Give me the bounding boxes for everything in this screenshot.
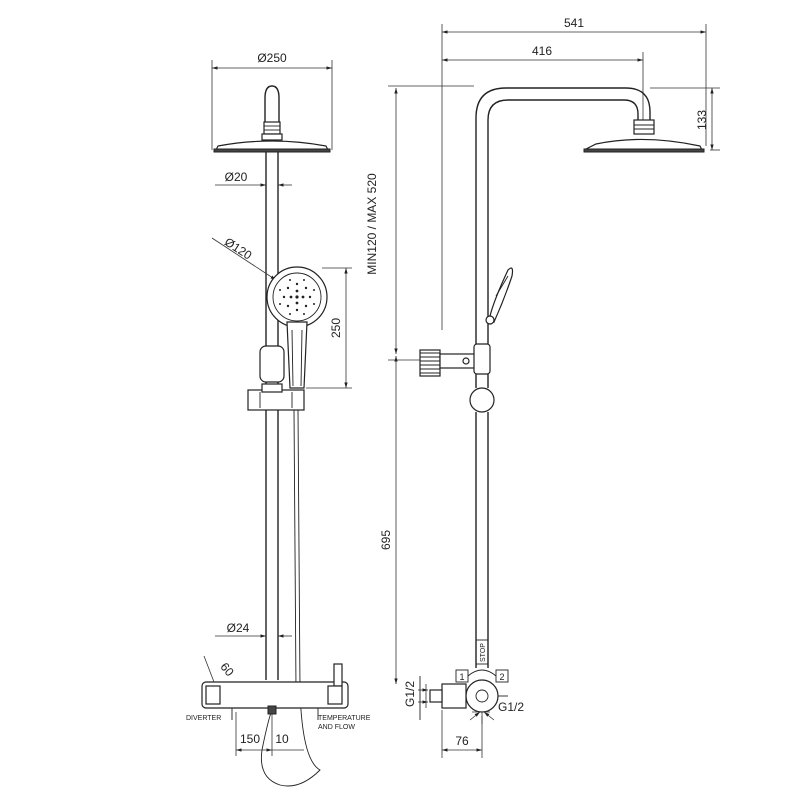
inlet-depth-label: 76	[455, 734, 469, 748]
diverter-label: DIVERTER	[186, 715, 221, 722]
angle-label: 60	[217, 660, 237, 679]
stop-label: STOP	[480, 643, 487, 662]
inlet-thread-left-dimension: G1/2	[403, 681, 428, 708]
handshower-height-label: 250	[329, 318, 343, 338]
head-drop-dimension: 133	[650, 87, 720, 151]
handshower-front	[266, 266, 328, 389]
wall-bracket-side: 695	[379, 349, 477, 684]
handshower-slider	[247, 345, 305, 411]
diverter-positions: STOP 1 2	[455, 639, 509, 683]
shower-arm-side	[475, 87, 705, 360]
bottom-dimensions: 150 10	[235, 712, 304, 756]
rain-shower-head-front	[213, 85, 331, 153]
handshower-diameter-label: Ø120	[222, 235, 255, 263]
arm-reach-dimension: 416	[442, 44, 644, 130]
inlet-thread-right-label: G1/2	[498, 700, 524, 714]
arm-reach-label: 416	[532, 44, 552, 58]
vertical-rail	[265, 152, 279, 680]
position-2-label: 2	[499, 672, 504, 682]
thermostatic-mixer-side	[419, 676, 508, 720]
bottom-right-dimension-label: 10	[275, 732, 289, 746]
height-range-dimension: MIN120 / MAX 520	[365, 85, 474, 354]
total-reach-label: 541	[564, 16, 584, 30]
head-drop-label: 133	[695, 110, 709, 130]
thermostatic-mixer-front	[201, 663, 349, 720]
inlet-depth-dimension: 76	[441, 710, 483, 758]
front-view: Ø250 Ø20 Ø120	[186, 51, 371, 787]
rail-diameter-dimension: Ø20	[215, 170, 292, 187]
handshower-height-dimension: 250	[306, 267, 352, 389]
head-diameter-dimension: Ø250	[211, 51, 333, 150]
bottom-left-dimension-label: 150	[240, 732, 260, 746]
inlet-thread-left-label: G1/2	[403, 681, 417, 707]
rail-height-label: 695	[379, 530, 393, 550]
height-range-label: MIN120 / MAX 520	[365, 173, 379, 275]
temperature-label-line2: AND FLOW	[318, 724, 355, 731]
shower-hose	[260, 409, 321, 787]
pipe-diameter-label: Ø24	[227, 621, 250, 635]
handshower-side	[469, 267, 514, 413]
position-1-label: 1	[459, 672, 464, 682]
inlet-thread-right-dimension: G1/2	[469, 700, 524, 724]
angle-dimension: 60	[203, 655, 237, 683]
temperature-label-line1: TEMPERATURE	[318, 715, 371, 722]
total-reach-dimension: 541	[441, 16, 707, 330]
rail-diameter-label: Ø20	[225, 170, 248, 184]
side-view: 541 416 133 MIN120 /	[365, 16, 720, 758]
lower-pipe-side	[475, 412, 489, 668]
head-diameter-label: Ø250	[257, 51, 287, 65]
pipe-diameter-dimension: Ø24	[215, 621, 292, 638]
